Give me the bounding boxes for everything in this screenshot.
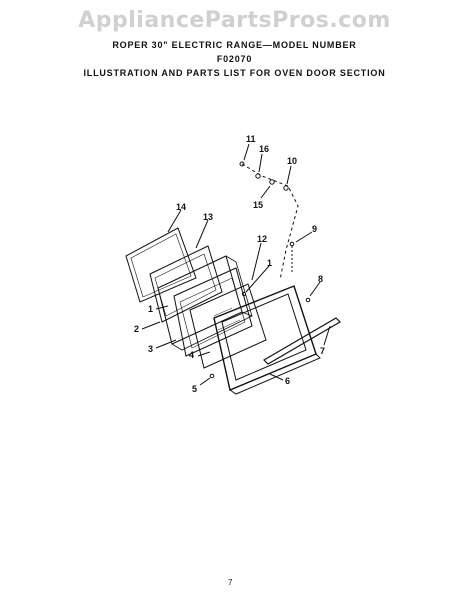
callout-4: 4: [189, 350, 194, 360]
leader-6: [269, 373, 284, 381]
part-9-bolt: [289, 241, 295, 247]
leader-1a: [245, 265, 270, 293]
leader-8: [309, 281, 321, 297]
callout-7: 7: [320, 346, 325, 356]
part-5-screw: [209, 373, 215, 379]
part-14-rear-panel-inner: [130, 233, 192, 298]
callout-2: 2: [134, 324, 139, 334]
leader-4: [197, 351, 211, 357]
part-11-pin: [239, 161, 245, 167]
model-number: F02070: [216, 54, 253, 64]
part-6-outer-door-frame-inner: [221, 293, 307, 381]
leader-11: [243, 143, 250, 161]
part-4-inner-glass: [189, 283, 267, 369]
part-4-glass-reflection: [213, 307, 241, 331]
diagram-subtitle: ILLUSTRATION AND PARTS LIST FOR OVEN DOO…: [83, 68, 386, 78]
part-15-clip: [269, 179, 275, 185]
part-7-handle: [263, 317, 341, 365]
part-10-bushing: [283, 185, 289, 191]
callout-15: 15: [253, 200, 263, 210]
part-2-insulation-box: [157, 255, 243, 345]
watermark: AppliancePartsPros.com: [78, 8, 391, 33]
leader-1b: [155, 305, 169, 310]
callout-6: 6: [285, 376, 290, 386]
callout-1-upper: 1: [267, 258, 272, 268]
callout-12: 12: [257, 234, 267, 244]
diagram-title: ROPER 30" ELECTRIC RANGE—MODEL NUMBER: [112, 40, 357, 50]
callout-9: 9: [312, 224, 317, 234]
callout-3: 3: [148, 344, 153, 354]
callout-5: 5: [192, 384, 197, 394]
part-14-rear-panel: [125, 227, 197, 303]
part-8-screw: [305, 297, 311, 303]
leader-16: [258, 153, 263, 173]
leader-9: [295, 231, 313, 243]
part-6-frame-depth: [229, 353, 321, 395]
callout-1-lower: 1: [148, 304, 153, 314]
callout-8: 8: [318, 274, 323, 284]
part-1-screw: [241, 291, 247, 297]
leader-15: [260, 185, 271, 199]
callout-10: 10: [287, 156, 297, 166]
callout-11: 11: [246, 134, 256, 144]
callout-13: 13: [203, 212, 213, 222]
part-2-insulation-depth: [171, 255, 253, 351]
leader-13: [195, 219, 209, 249]
leader-12: [251, 242, 262, 281]
callout-16: 16: [259, 144, 269, 154]
part-3-glass-frame: [173, 267, 253, 357]
leader-10: [286, 165, 292, 185]
leader-14: [167, 209, 182, 233]
leader-3: [155, 339, 177, 349]
leader-2: [141, 321, 161, 330]
page-number: 7: [228, 578, 233, 587]
leader-5: [199, 377, 211, 386]
part-16-washer: [255, 173, 261, 179]
part-3-glass-frame-inner: [179, 277, 246, 349]
callout-14: 14: [176, 202, 186, 212]
part-13-inner-liner: [149, 245, 223, 323]
leader-7: [323, 325, 331, 346]
